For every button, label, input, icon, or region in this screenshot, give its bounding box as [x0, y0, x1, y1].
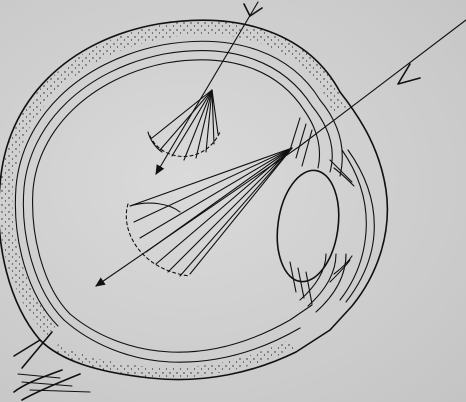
cornea-inner — [340, 150, 366, 300]
optic-nerve-top — [14, 332, 52, 368]
sclera-bottom-inner — [70, 305, 312, 352]
sclera-layer — [5, 28, 340, 330]
incoming-ray-arrow — [398, 64, 420, 84]
ciliary-fibers-top — [290, 118, 312, 166]
upper-scatter-fan — [148, 90, 220, 160]
ciliary-body-bottom — [300, 254, 346, 312]
ciliary-fibers-bottom — [290, 262, 312, 304]
retina-layer — [33, 60, 304, 314]
lower-scatter-fan — [126, 148, 292, 276]
choroid-layer — [23, 51, 312, 320]
optic-nerve-fibers — [18, 374, 90, 392]
sclera-outer-line — [0, 20, 340, 340]
